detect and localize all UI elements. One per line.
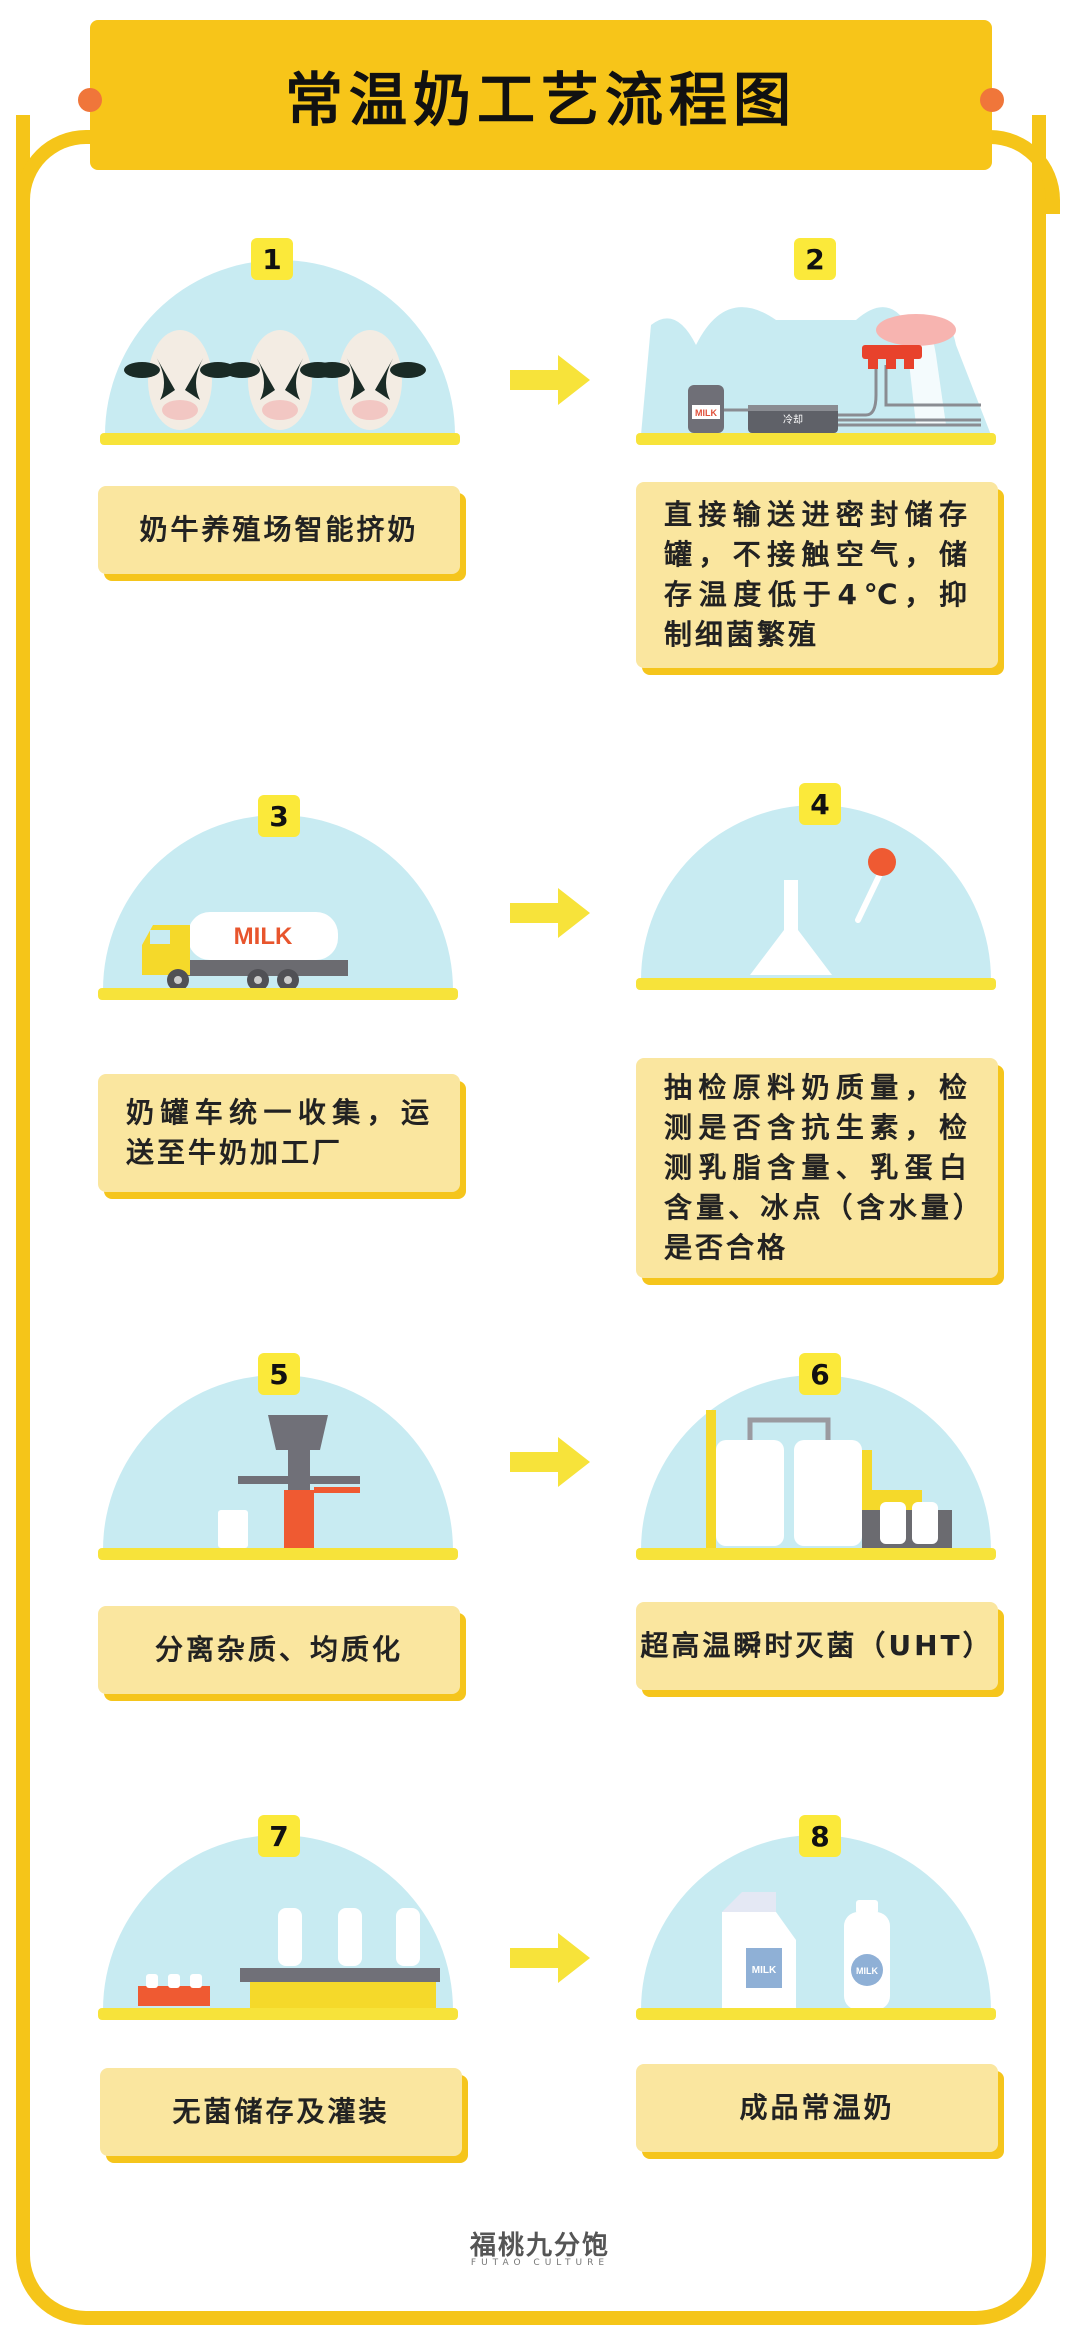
step-1-illustration-cows xyxy=(100,260,460,445)
milk-bottle-icon: MILK xyxy=(844,1900,890,2010)
step-6-badge: 6 xyxy=(799,1353,841,1395)
page-frame xyxy=(16,115,1046,2325)
page-title: 常温奶工艺流程图 xyxy=(284,66,797,134)
step-4-badge: 4 xyxy=(799,783,841,825)
milk-truck-icon: MILK xyxy=(142,912,348,991)
step-5-card: 分离杂质、均质化 xyxy=(98,1606,460,1694)
step-8-card: 成品常温奶 xyxy=(636,2064,998,2152)
step-2-illustration-storage: MILK 冷却 xyxy=(636,307,996,445)
arrow-right-icon xyxy=(510,888,590,938)
step-1-badge: 1 xyxy=(251,238,293,280)
milk-carton-icon: MILK xyxy=(722,1892,796,2010)
svg-text:MILK: MILK xyxy=(856,1966,878,1976)
ground-strip xyxy=(100,433,460,445)
milk-glass-icon xyxy=(218,1510,248,1548)
svg-text:MILK: MILK xyxy=(234,923,293,950)
step-8-illustration-product: MILK MILK xyxy=(636,1835,996,2020)
dropper-icon xyxy=(855,867,885,923)
arrow-right-icon xyxy=(510,1933,590,1983)
cow-head-icon xyxy=(314,330,426,430)
arrow-right-icon xyxy=(510,355,590,405)
flask-icon xyxy=(750,880,832,975)
step-7-illustration-filling xyxy=(98,1835,458,2020)
step-6-illustration-uht xyxy=(636,1375,996,1560)
banner-dot-left xyxy=(78,88,102,112)
cow-udder xyxy=(876,314,956,346)
step-5-badge: 5 xyxy=(258,1353,300,1395)
step-6-card: 超高温瞬时灭菌（UHT） xyxy=(636,1602,998,1690)
step-4-card: 抽检原料奶质量，检测是否含抗生素，检测乳脂含量、乳蛋白含量、冰点（含水量）是否合… xyxy=(636,1058,998,1278)
bottle-label: MILK xyxy=(695,408,717,418)
step-3-card: 奶罐车统一收集，运送至牛奶加工厂 xyxy=(98,1074,460,1192)
separator-machine-icon xyxy=(238,1415,360,1550)
step-8-badge: 8 xyxy=(799,1815,841,1857)
step-5-illustration-separator xyxy=(98,1375,458,1560)
step-3-badge: 3 xyxy=(258,795,300,837)
banner-dot-right xyxy=(980,88,1004,112)
brand-logo: 福桃九分饱 xyxy=(469,2231,610,2261)
step-2-badge: 2 xyxy=(794,238,836,280)
step-3-illustration-truck: MILK xyxy=(98,815,458,1000)
tank-label: 冷却 xyxy=(783,413,803,426)
title-banner: 常温奶工艺流程图 xyxy=(90,20,992,170)
milk-bottle-icon xyxy=(278,1908,420,1966)
conveyor-belt xyxy=(240,1968,440,1982)
uht-tanks-icon xyxy=(706,1410,952,1550)
step-7-badge: 7 xyxy=(258,1815,300,1857)
brand-logo-subtitle: FUTAO CULTURE xyxy=(470,2258,610,2268)
arrow-right-icon xyxy=(510,1437,590,1487)
crate-icon xyxy=(138,1986,210,2006)
step-7-card: 无菌储存及灌装 xyxy=(100,2068,462,2156)
cooling-tank xyxy=(748,405,838,433)
step-4-illustration-lab xyxy=(636,805,996,990)
step-2-card: 直接输送进密封储存罐，不接触空气，储存温度低于4℃，抑制细菌繁殖 xyxy=(636,482,998,668)
step-1-card: 奶牛养殖场智能挤奶 xyxy=(98,486,460,574)
svg-text:MILK: MILK xyxy=(752,1965,777,1976)
